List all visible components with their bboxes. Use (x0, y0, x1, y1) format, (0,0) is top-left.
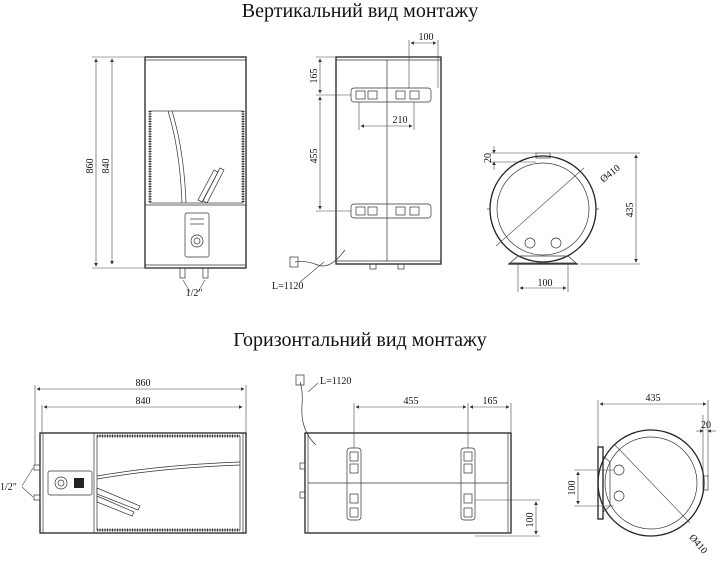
bracket-width-100-label-h: 100 (525, 513, 536, 528)
heater-body (144, 56, 247, 269)
power-plug-horizontal (295, 374, 305, 386)
outlet-pipe (202, 267, 209, 279)
control-panel-horizontal (47, 470, 93, 496)
top-cap-20-label: 20 (483, 153, 494, 163)
top-bracket (350, 87, 432, 103)
vertical-back-dimensions: 165 455 100 210 L=1120 (272, 32, 439, 292)
wall-plate (597, 446, 604, 520)
heater-body-horizontal (39, 432, 247, 534)
power-plug (289, 256, 299, 268)
heater-back-horizontal (304, 432, 512, 534)
wall-base (509, 255, 577, 264)
thermostat-knob (190, 234, 204, 248)
horizontal-front-dimensions: 860 840 1/2" (0, 378, 247, 493)
right-bracket-horizontal (460, 447, 476, 521)
tank-circle-horizontal (597, 429, 705, 537)
vertical-front-dimensions: 860 840 1/2" (85, 56, 203, 299)
bottom-bracket (350, 203, 432, 219)
tank-circle (489, 155, 597, 263)
height-840-label: 840 (101, 159, 112, 174)
horizontal-side-view (597, 429, 709, 537)
diameter-label-h: Ø410 (687, 532, 710, 556)
depth-435-label-h: 435 (646, 393, 661, 404)
top-offset-165-label: 165 (309, 69, 320, 84)
left-bracket-horizontal (346, 447, 362, 521)
bracket-width-100-label: 100 (419, 32, 434, 43)
cable-length-label-h: L=1120 (320, 376, 351, 387)
horizontal-front-view (21, 432, 247, 534)
heater-back (335, 56, 442, 265)
control-panel (184, 212, 210, 258)
vertical-side-view (487, 152, 599, 265)
vertical-front-view (144, 56, 247, 293)
horizontal-mount-title: Горизонтальний вид монтажу (233, 329, 487, 351)
length-840-label: 840 (136, 396, 151, 407)
inlet-pipe (179, 267, 186, 279)
pipe-size-label-horizontal: 1/2" (0, 482, 17, 493)
cutaway-window-horizontal (96, 435, 241, 531)
depth-435-label: 435 (625, 203, 636, 218)
horizontal-back-dimensions: 455 165 100 L=1120 (320, 376, 540, 537)
end-offset-165-label: 165 (483, 396, 498, 407)
pipe-size-label: 1/2" (186, 288, 203, 299)
cutaway-window (149, 110, 244, 204)
bracket-spacing-455-label: 455 (309, 149, 320, 164)
horizontal-side-dimensions: 435 20 100 Ø410 (567, 393, 716, 556)
power-cable (294, 249, 346, 267)
thermostat-knob-horizontal (54, 476, 68, 490)
cable-length-label: L=1120 (272, 281, 303, 292)
vertical-mount-title: Вертикальний вид монтажу (241, 0, 479, 22)
pipe-upper (33, 464, 41, 471)
diameter-label: Ø410 (598, 163, 622, 185)
vertical-side-dimensions: 20 Ø410 435 100 (483, 146, 640, 292)
vertical-back-view (289, 56, 442, 283)
bracket-spacing-455-label-h: 455 (404, 396, 419, 407)
pipe-lower (33, 494, 41, 501)
horizontal-back-view (295, 374, 512, 534)
side-cap (702, 475, 709, 491)
base-width-100-label: 100 (538, 278, 553, 289)
top-cap (535, 152, 551, 159)
length-860-label: 860 (136, 378, 151, 389)
height-860-label: 860 (85, 159, 96, 174)
bracket-span-210-label: 210 (393, 115, 408, 126)
power-cable-horizontal (299, 381, 317, 446)
base-width-100-label-h: 100 (567, 481, 578, 496)
top-cap-20-label-h: 20 (701, 420, 711, 431)
